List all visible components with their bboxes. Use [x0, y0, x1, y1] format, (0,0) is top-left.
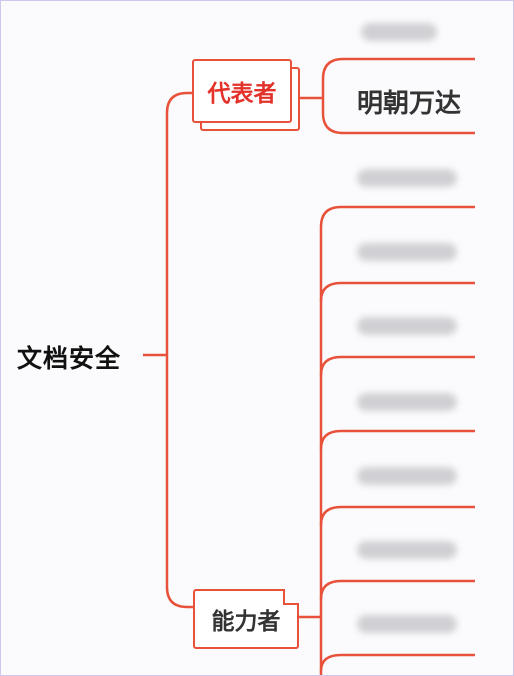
blurred-leaf — [357, 243, 457, 261]
ability-node-label: 能力者 — [211, 609, 281, 635]
blurred-leaf — [357, 169, 457, 187]
blurred-leaf — [357, 467, 457, 485]
blurred-leaf — [357, 541, 457, 559]
ability-node[interactable]: 能力者 — [193, 589, 299, 649]
blurred-leaf — [361, 23, 437, 41]
blurred-leaf — [357, 393, 457, 411]
leaf-node-mingchao-wanda[interactable]: 明朝万达 — [357, 89, 462, 119]
root-node[interactable]: 文档安全 — [17, 344, 122, 373]
representative-node[interactable]: 代表者 — [192, 59, 292, 123]
folded-corner-icon — [283, 589, 299, 605]
blurred-leaf — [357, 615, 457, 633]
blurred-leaf — [357, 317, 457, 335]
